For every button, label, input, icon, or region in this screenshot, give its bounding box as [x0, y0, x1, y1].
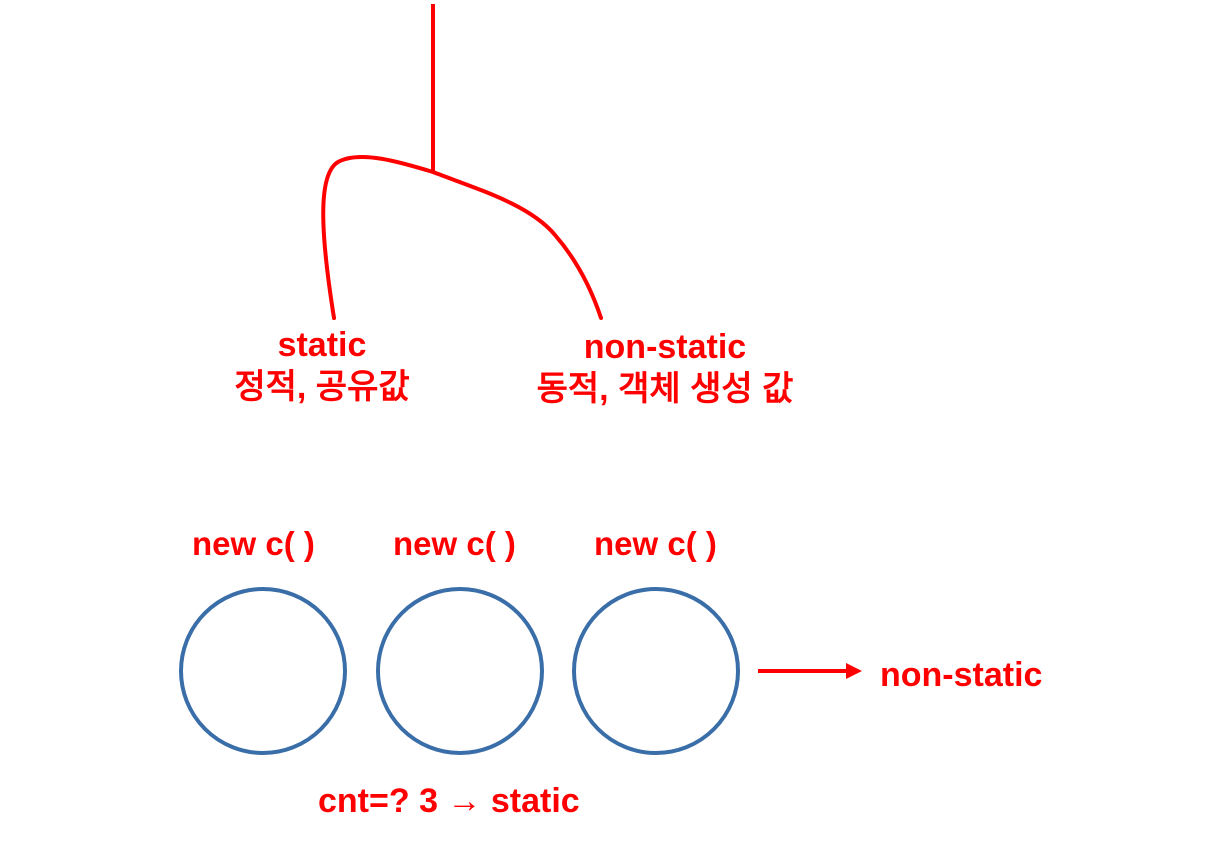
object-circle-1 [179, 587, 347, 755]
object-label-3: new c( ) [594, 525, 717, 562]
tree-left-branch-line [321, 155, 435, 320]
counter-label: cnt=? 3 → static [318, 782, 580, 820]
object-label-1: new c( ) [192, 525, 315, 562]
nonstatic-subtitle: 동적, 객체 생성 값 [536, 370, 794, 408]
nonstatic-title: non-static [583, 328, 747, 366]
object-circle-2 [376, 587, 544, 755]
arrow-head-icon [846, 663, 862, 679]
object-circle-3 [572, 587, 740, 755]
static-subtitle: 정적, 공유값 [234, 368, 410, 406]
arrow-target-label: non-static [880, 656, 1043, 694]
static-title: static [277, 326, 367, 364]
object-label-2: new c( ) [393, 525, 516, 562]
tree-right-branch-line [431, 170, 603, 320]
